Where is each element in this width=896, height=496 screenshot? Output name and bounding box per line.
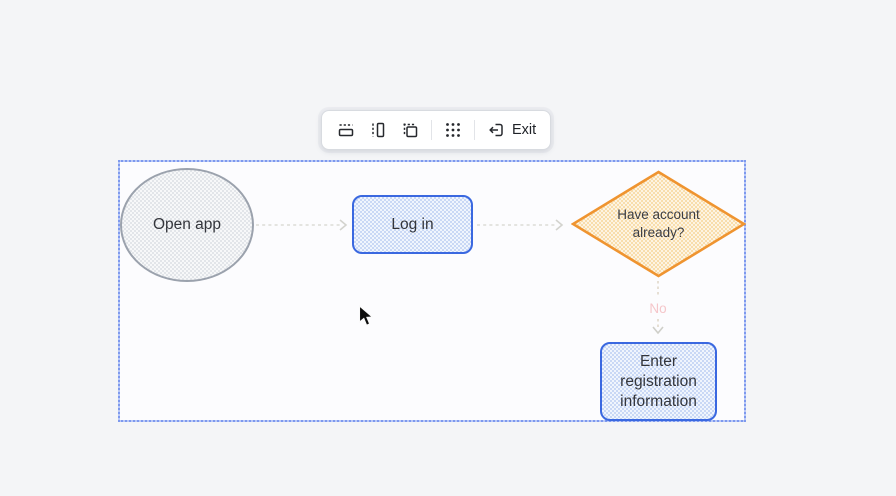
grid-dots-button[interactable] — [437, 115, 469, 145]
exit-icon — [486, 120, 506, 140]
node-log-in-label: Log in — [391, 215, 434, 233]
horizontal-lane-icon — [336, 120, 356, 140]
vertical-lane-button[interactable] — [362, 115, 394, 145]
exit-button[interactable]: Exit — [480, 115, 542, 145]
frame-toolbar: Exit — [321, 110, 552, 150]
node-open-app[interactable]: Open app — [120, 168, 254, 282]
frame-button[interactable] — [394, 115, 426, 145]
grid-dots-icon — [443, 120, 463, 140]
exit-button-label: Exit — [512, 122, 537, 138]
node-enter-registration[interactable]: Enter registration information — [600, 342, 717, 421]
connector-login-decision[interactable] — [477, 218, 567, 232]
toolbar-divider — [431, 120, 432, 140]
edge-label-no: No — [649, 301, 667, 316]
vertical-lane-icon — [368, 120, 388, 140]
node-open-app-label: Open app — [152, 216, 222, 233]
node-have-account[interactable]: Have account already? — [570, 170, 747, 278]
toolbar-divider — [474, 120, 475, 140]
node-enter-registration-label: Enter registration information — [620, 352, 697, 410]
frame-icon — [400, 120, 420, 140]
connector-decision-register[interactable] — [650, 279, 666, 339]
connector-start-login[interactable] — [256, 218, 350, 232]
node-log-in[interactable]: Log in — [352, 195, 473, 254]
horizontal-lane-button[interactable] — [330, 115, 362, 145]
